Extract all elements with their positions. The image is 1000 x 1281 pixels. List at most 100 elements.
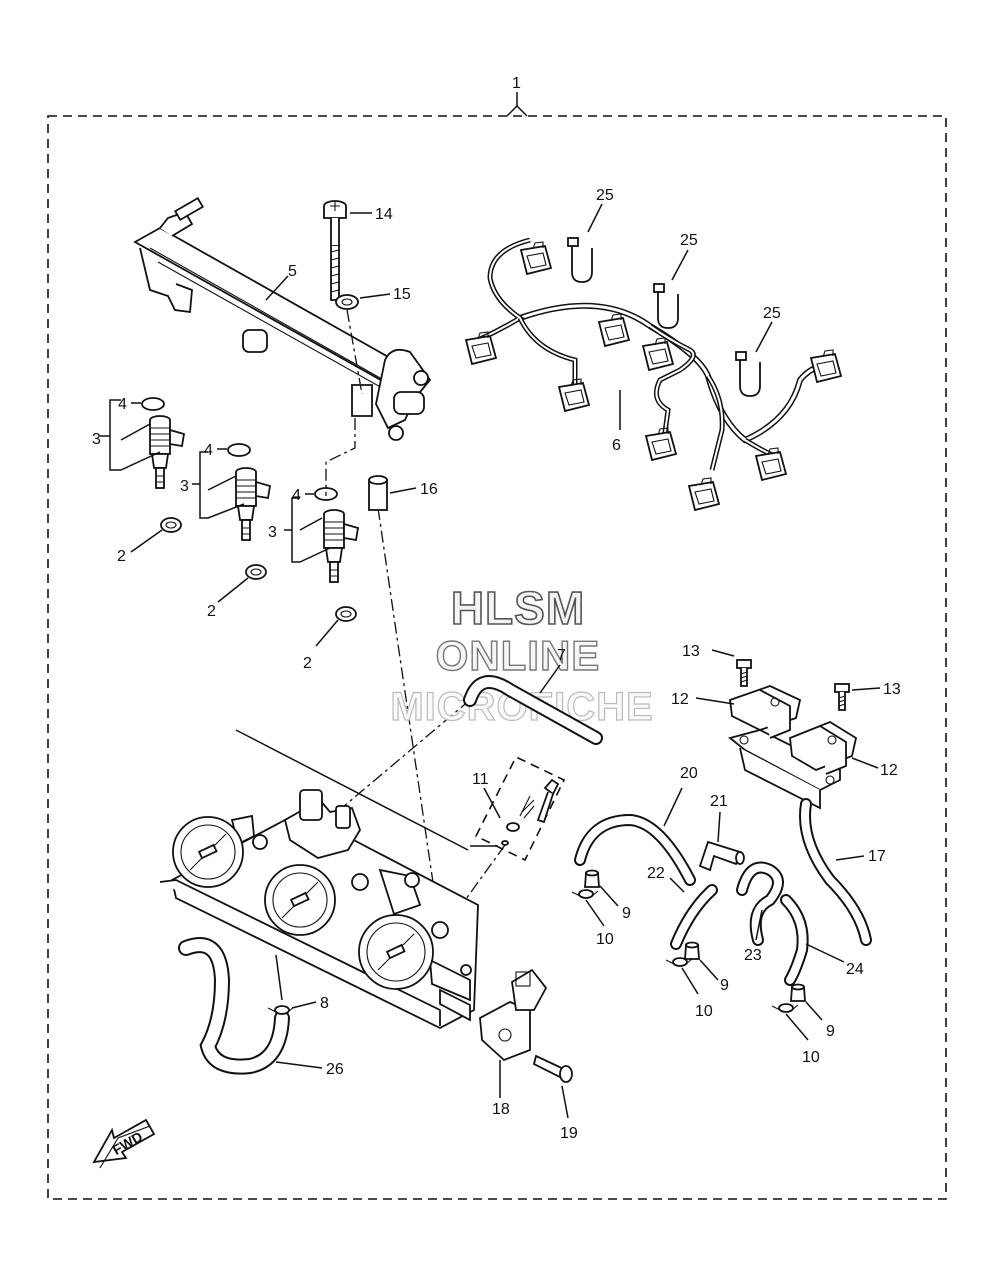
callout-20: 20 (680, 765, 698, 782)
leader-2b (217, 577, 249, 603)
pilot-screw-kit (501, 778, 560, 846)
injector-axis-line-1 (325, 418, 356, 496)
hose-17 (799, 798, 872, 946)
callout-10b: 10 (695, 1003, 713, 1020)
injector-3b (235, 467, 271, 541)
connector-f (598, 313, 630, 347)
sensor-18 (479, 968, 548, 1062)
leader-17 (835, 855, 865, 861)
callout-10a: 10 (596, 931, 614, 948)
callout-23: 23 (744, 947, 762, 964)
hose-26 (178, 937, 290, 1075)
bolt-14 (323, 200, 347, 301)
cap-9a (584, 869, 600, 888)
callout-22: 22 (647, 865, 665, 882)
callout-6: 6 (612, 437, 621, 454)
callout-9c: 9 (826, 1023, 835, 1040)
bracket-3c (284, 497, 300, 563)
callout-2c: 2 (303, 655, 312, 672)
callout-4b: 4 (204, 442, 213, 459)
callout-12a: 12 (671, 691, 689, 708)
callout-8: 8 (320, 995, 329, 1012)
leader-26 (275, 1061, 323, 1069)
watermark-line3: MICROFICHE (390, 685, 653, 729)
t-clip-25c (735, 351, 761, 397)
callout-3c: 3 (268, 524, 277, 541)
callout-5: 5 (288, 263, 297, 280)
connector-b (465, 331, 497, 365)
leader-3c (299, 517, 331, 563)
fuel-rail (133, 196, 432, 441)
seal-2c (335, 606, 357, 622)
callout-12b: 12 (880, 762, 898, 779)
leader-25b (671, 249, 689, 281)
callout-19: 19 (560, 1125, 578, 1142)
leader-2a (130, 529, 163, 553)
connector-i (755, 447, 787, 481)
callout-21: 21 (710, 793, 728, 810)
leader-2c (315, 619, 339, 647)
connector-a (520, 241, 552, 275)
leader-24 (805, 943, 845, 963)
callout-17: 17 (868, 848, 886, 865)
pilot-screw-kit-frame (474, 755, 566, 862)
cap-9b (684, 941, 700, 960)
leader-9a (599, 885, 619, 907)
assembly-boundary-frame (47, 115, 947, 1200)
callout-14: 14 (375, 206, 393, 223)
callout-2b: 2 (207, 603, 216, 620)
leader-20 (663, 787, 683, 827)
callout-25a: 25 (596, 187, 614, 204)
leader-8 (291, 1001, 317, 1009)
bracket-3b (192, 451, 208, 519)
leader-12b (851, 757, 879, 769)
throttle-bore-2 (264, 864, 336, 936)
leader-12a (695, 697, 735, 705)
hose-24 (780, 894, 809, 986)
hose-clip-8 (267, 1005, 295, 1015)
collar-axis-line (377, 507, 441, 931)
callout-11: 11 (472, 771, 489, 788)
leader-3b (207, 475, 245, 519)
leader-9b (699, 959, 719, 981)
leader-25a (587, 203, 603, 233)
bolt-13b (834, 683, 850, 711)
connector-e (688, 477, 720, 511)
leader-15 (359, 293, 391, 299)
o-ring-4b (227, 443, 251, 457)
callout-10c: 10 (802, 1049, 820, 1066)
t-clip-25a (567, 237, 593, 283)
callout-2a: 2 (117, 548, 126, 565)
leader-10c (785, 1013, 809, 1041)
throttle-body-group-line (235, 729, 498, 851)
assembly-leader (506, 92, 528, 117)
leader-25c (755, 321, 773, 353)
cap-9c (790, 983, 806, 1002)
clip-10a (571, 889, 599, 899)
callout-7: 7 (557, 647, 566, 664)
leader-11 (483, 787, 501, 819)
seal-2a (160, 517, 182, 533)
injector-3a (149, 415, 185, 489)
callout-3b: 3 (180, 478, 189, 495)
clip-10c (771, 1003, 799, 1013)
callout-16: 16 (420, 481, 438, 498)
leader-16 (389, 487, 417, 494)
connector-h (810, 349, 842, 383)
callout-26: 26 (326, 1061, 344, 1078)
callout-3a: 3 (92, 431, 101, 448)
leader-10a (585, 899, 605, 927)
hose-7 (463, 675, 603, 745)
wire-harness (476, 237, 822, 471)
bracket-12a (729, 685, 802, 739)
bolt-13a (736, 659, 752, 687)
t-joint-21 (698, 840, 745, 872)
connector-c (558, 378, 590, 412)
t-clip-25b (653, 283, 679, 329)
callout-13b: 13 (883, 681, 901, 698)
callout-18: 18 (492, 1101, 510, 1118)
assembly-number-label: 1 (512, 75, 521, 92)
callout-4c: 4 (292, 487, 301, 504)
bracket-3a (100, 399, 121, 471)
